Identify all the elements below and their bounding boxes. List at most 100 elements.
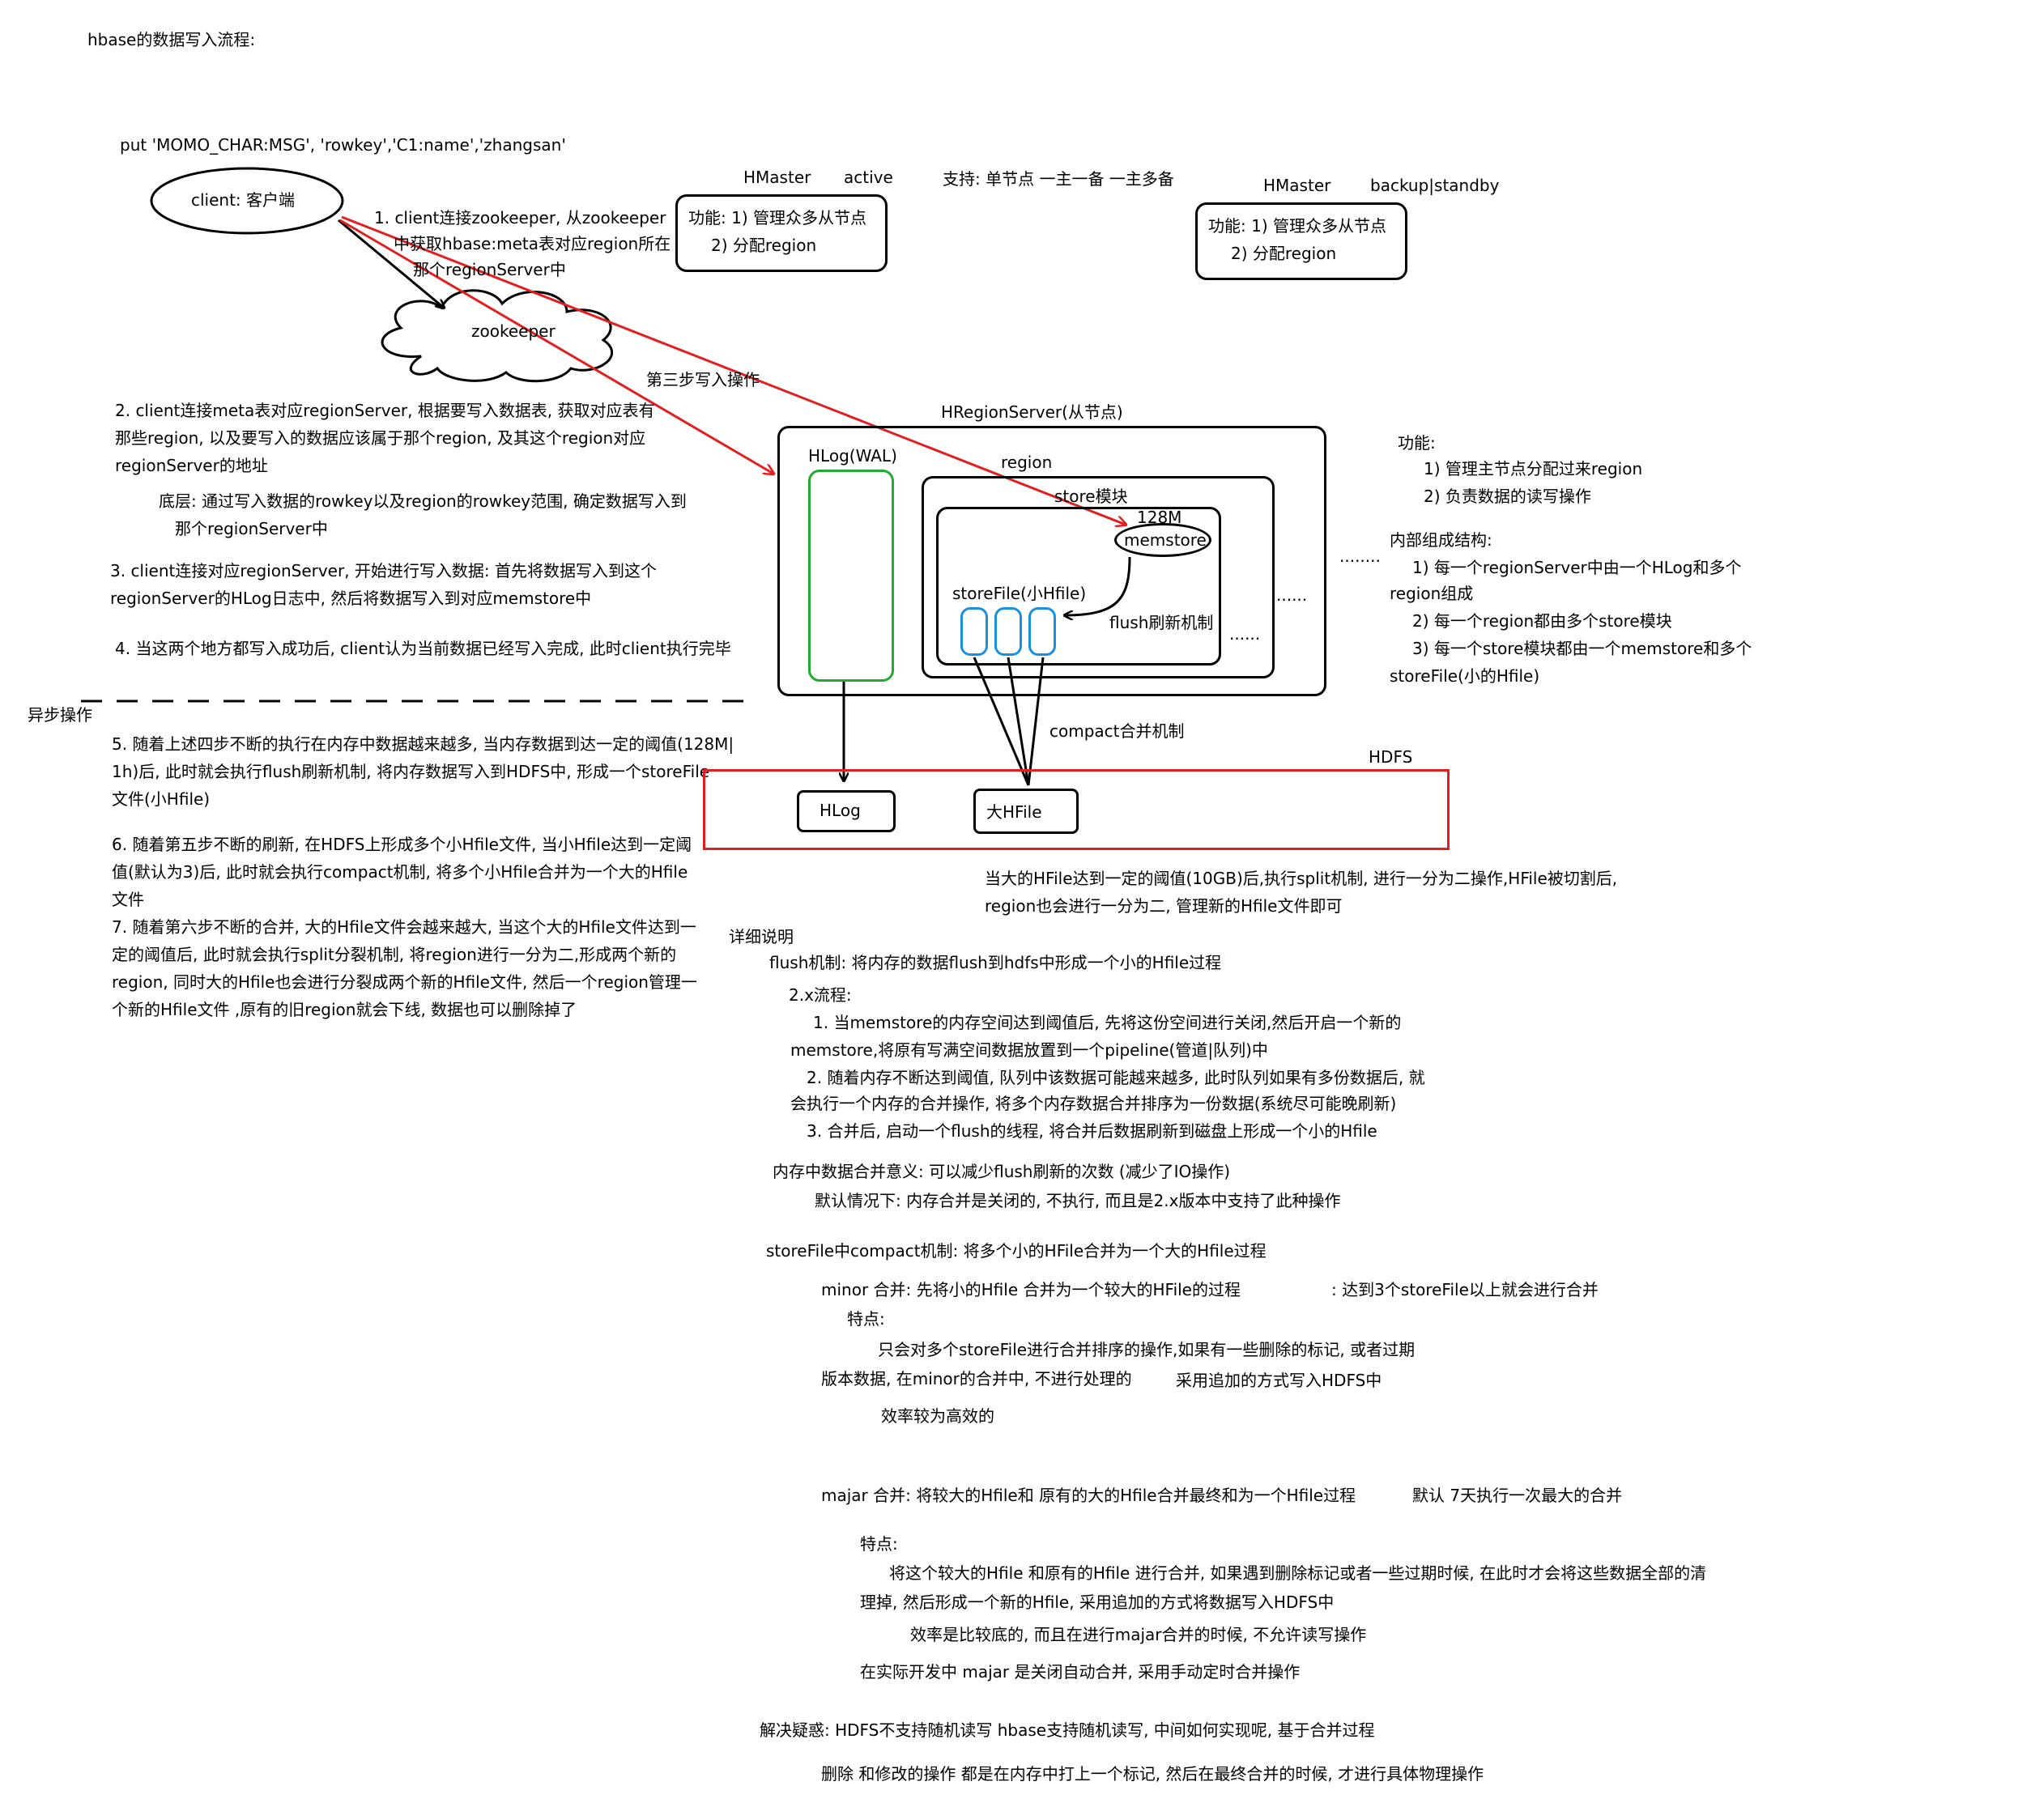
compact-line-2 (1007, 657, 1030, 786)
step4-text: 4. 当这两个地方都写入成功后, client认为当前数据已经写入完成, 此时c… (115, 639, 731, 658)
detail-flow-3: 3. 合并后, 启动一个flush的线程, 将合并后数据刷新到磁盘上形成一个小的… (807, 1121, 1377, 1141)
detail-title: 详细说明 (729, 927, 794, 946)
major-feat-3: 效率是比较底的, 而且在进行majar合并的时候, 不允许读写操作 (910, 1625, 1367, 1644)
memstore-flush-arrow (1065, 556, 1131, 615)
detail-flow-1b: memstore,将原有写满空间数据放置到一个pipeline(管道|队列)中 (790, 1040, 1268, 1060)
step6-line3: 文件 (112, 890, 144, 909)
hdfs-label: HDFS (1369, 747, 1413, 767)
async-label: 异步操作 (28, 705, 92, 725)
hmaster-backup-box (1195, 202, 1407, 280)
hlog-wal-box (808, 470, 894, 682)
client-node (150, 167, 344, 235)
hdfs-bighfile-box (973, 789, 1079, 834)
step1-line1: 1. client连接zookeeper, 从zookeeper (374, 208, 666, 228)
storefile-1 (960, 607, 988, 656)
rs-struct-2: region组成 (1390, 584, 1474, 603)
major-feat-2: 理掉, 然后形成一个新的Hfile, 采用追加的方式将数据写入HDFS中 (860, 1592, 1335, 1612)
region-box (922, 476, 1275, 678)
rs-func-title: 功能: (1398, 433, 1436, 453)
split-note-1: 当大的HFile达到一定的阈值(10GB)后,执行split机制, 进行一分为二… (985, 869, 1618, 888)
step5-line1: 5. 随着上述四步不断的执行在内存中数据越来越多, 当内存数据到达一定的阈值(1… (112, 734, 734, 754)
region-dots: ...... (1276, 585, 1308, 605)
rs-struct-3: 2) 每一个region都由多个store模块 (1412, 611, 1672, 631)
hmaster-backup-name: HMaster (1263, 176, 1331, 195)
hdfs-hlog-box (797, 790, 896, 832)
step3-arrow-label: 第三步写入操作 (646, 370, 760, 389)
step7-line3: region, 同时大的Hfile也会进行分裂成两个新的Hfile文件, 然后一… (112, 972, 697, 992)
detail-flow-2b: 会执行一个内存的合并操作, 将多个内存数据合并排序为一份数据(系统尽可能晚刷新) (790, 1094, 1397, 1113)
client-to-zk-arrow (338, 219, 444, 308)
major-default: 默认 7天执行一次最大的合并 (1412, 1486, 1623, 1505)
hmaster-active-box (675, 194, 888, 272)
step3-arrow-memstore (341, 215, 1126, 525)
step2-line1: 2. client连接meta表对应regionServer, 根据要写入数据表… (115, 401, 655, 420)
page-title: hbase的数据写入流程: (87, 30, 256, 49)
hdfs-box (703, 769, 1450, 850)
storefile-label: storeFile(小Hfile) (952, 584, 1087, 603)
hmaster-active-name: HMaster (743, 168, 811, 187)
detail-compact-def: storeFile中compact机制: 将多个小的HFile合并为一个大的Hf… (766, 1241, 1267, 1261)
store-label: store模块 (1054, 487, 1128, 506)
memstore-ellipse (1114, 523, 1211, 557)
step3-arrow-hlog (339, 219, 773, 474)
detail-flow-title: 2.x流程: (789, 985, 852, 1005)
detail-flush-def: flush机制: 将内存的数据flush到hdfs中形成一个小的Hfile过程 (769, 953, 1222, 972)
rs-struct-4: 3) 每一个store模块都由一个memstore和多个 (1412, 639, 1752, 658)
zookeeper-cloud (381, 289, 614, 383)
detail-flow-2a: 2. 随着内存不断达到阈值, 队列中该数据可能越来越多, 此时队列如果有多份数据… (807, 1068, 1425, 1087)
step7-line4: 个新的Hfile文件 ,原有的旧region就会下线, 数据也可以删除掉了 (112, 1000, 577, 1019)
hmaster-backup-state: backup|standby (1370, 176, 1500, 195)
step5-line2: 1h)后, 此时就会执行flush刷新机制, 将内存数据写入到HDFS中, 形成… (112, 762, 710, 781)
hdfs-hlog-label: HLog (820, 801, 861, 820)
major-feat-4: 在实际开发中 majar 是关闭自动合并, 采用手动定时合并操作 (860, 1662, 1301, 1682)
hmaster-support-note: 支持: 单节点 一主一备 一主多备 (943, 169, 1174, 189)
flush-label: flush刷新机制 (1109, 613, 1214, 632)
regionserver-dots: ........ (1339, 546, 1381, 566)
minor-feat-3: 采用追加的方式写入HDFS中 (1176, 1371, 1382, 1390)
step3-line1: 3. client连接对应regionServer, 开始进行写入数据: 首先将… (110, 561, 658, 580)
hdfs-bighfile-label: 大HFile (986, 802, 1042, 822)
rs-struct-1: 1) 每一个regionServer中由一个HLog和多个 (1412, 558, 1742, 577)
bottom-layer-line2: 那个regionServer中 (175, 519, 328, 538)
step5-line3: 文件(小Hfile) (112, 789, 211, 809)
compact-line-3 (1027, 657, 1045, 786)
zookeeper-label: zookeeper (471, 321, 556, 341)
bottom-layer-line1: 底层: 通过写入数据的rowkey以及region的rowkey范围, 确定数据… (159, 491, 687, 511)
step2-line3: regionServer的地址 (115, 456, 268, 475)
memstore-label: memstore (1124, 530, 1207, 550)
minor-condition: : 达到3个storeFile以上就会进行合并 (1331, 1280, 1599, 1299)
detail-meaning: 内存中数据合并意义: 可以减少flush刷新的次数 (减少了IO操作) (773, 1162, 1231, 1181)
step1-line3: 那个regionServer中 (413, 260, 566, 279)
hmaster-backup-func1: 功能: 1) 管理众多从节点 (1208, 216, 1386, 236)
hmaster-active-func1: 功能: 1) 管理众多从节点 (688, 208, 866, 228)
rs-func-1: 1) 管理主节点分配过来region (1424, 459, 1643, 478)
rs-struct-5: storeFile(小的Hfile) (1390, 666, 1540, 686)
region-label: region (1001, 453, 1053, 472)
step6-line1: 6. 随着第五步不断的刷新, 在HDFS上形成多个小Hfile文件, 当小Hfi… (112, 835, 692, 854)
answer-text: 删除 和修改的操作 都是在内存中打上一个标记, 然后在最终合并的时候, 才进行具… (821, 1764, 1484, 1784)
hmaster-active-state: active (844, 168, 893, 187)
minor-title: minor 合并: 先将小的Hfile 合并为一个较大的HFile的过程 (821, 1280, 1241, 1299)
store-box (936, 507, 1221, 665)
put-command: put 'MOMO_CHAR:MSG', 'rowkey','C1:name',… (120, 135, 566, 155)
question-text: 解决疑惑: HDFS不支持随机读写 hbase支持随机读写, 中间如何实现呢, … (760, 1720, 1375, 1740)
regionserver-box (777, 426, 1326, 696)
minor-feat-2: 版本数据, 在minor的合并中, 不进行处理的 (821, 1369, 1132, 1388)
hlog-wal-label: HLog(WAL) (808, 446, 897, 466)
rs-func-2: 2) 负责数据的读写操作 (1424, 487, 1591, 506)
step2-line2: 那些region, 以及要写入的数据应该属于那个region, 及其这个regi… (115, 428, 646, 448)
storefile-3 (1028, 607, 1056, 656)
rs-struct-title: 内部组成结构: (1390, 530, 1492, 550)
store-dots: ...... (1229, 624, 1261, 644)
step1-line2: 中获取hbase:meta表对应region所在 (394, 234, 671, 253)
step6-line2: 值(默认为3)后, 此时就会执行compact机制, 将多个小Hfile合并为一… (112, 862, 688, 882)
step3-line2: regionServer的HLog日志中, 然后将数据写入到对应memstore… (110, 589, 592, 608)
major-feat-1: 将这个较大的Hfile 和原有的Hfile 进行合并, 如果遇到删除标记或者一些… (889, 1563, 1707, 1583)
major-feat-label: 特点: (860, 1534, 898, 1554)
compact-label: compact合并机制 (1049, 721, 1185, 741)
minor-feat-4: 效率较为高效的 (881, 1406, 994, 1426)
step7-line2: 定的阈值后, 此时就会执行split分裂机制, 将region进行一分为二,形成… (112, 945, 677, 964)
detail-default: 默认情况下: 内存合并是关闭的, 不执行, 而且是2.x版本中支持了此种操作 (815, 1191, 1341, 1210)
regionserver-title: HRegionServer(从节点) (941, 402, 1123, 422)
